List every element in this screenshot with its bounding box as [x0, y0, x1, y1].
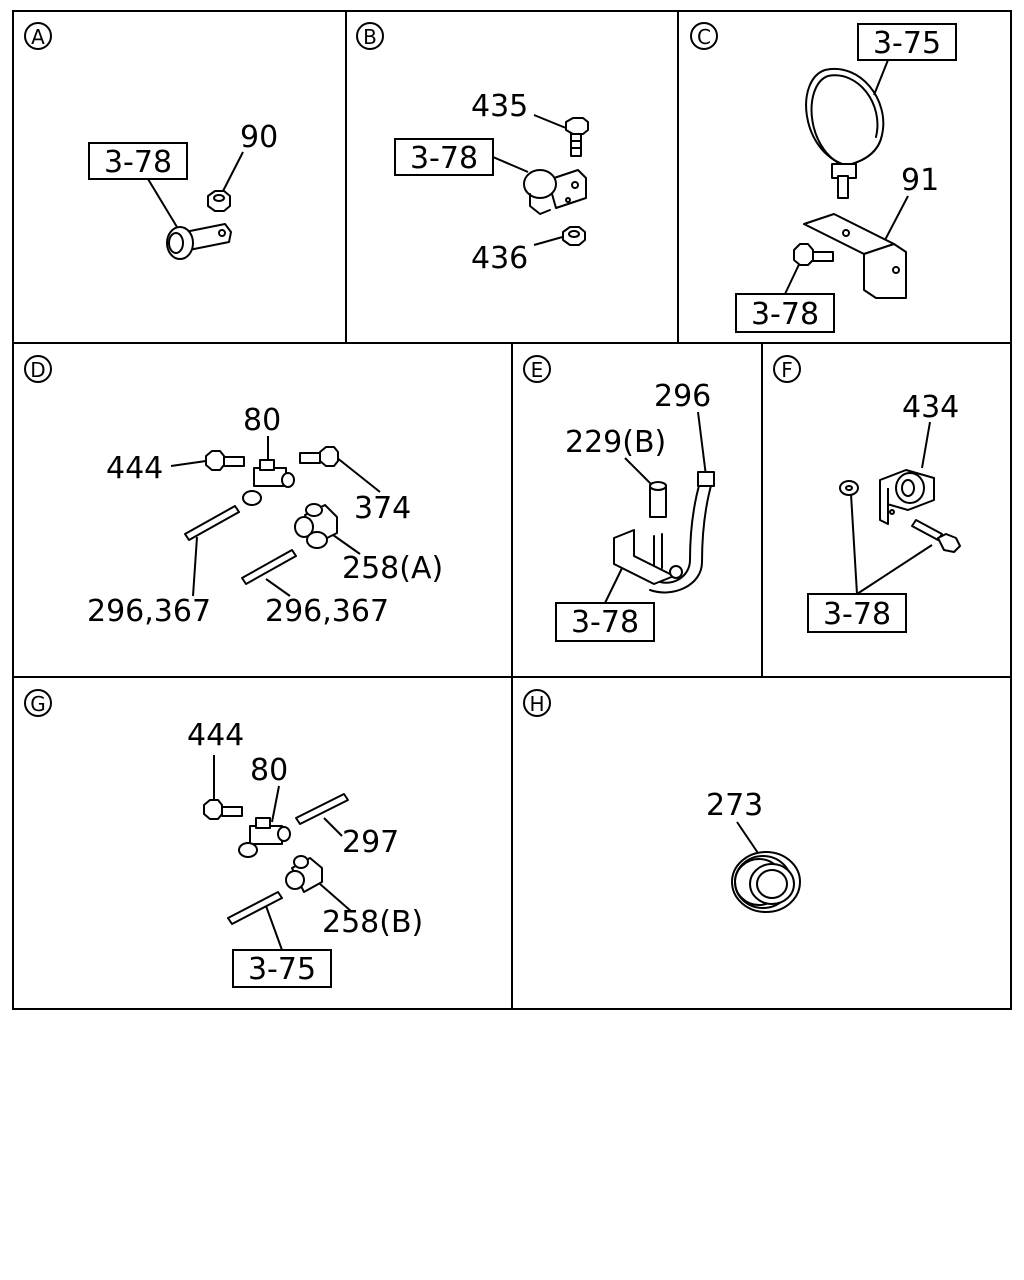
svg-text:A: A	[31, 25, 45, 49]
panel-letter-c: C	[690, 22, 718, 50]
svg-text:3-78: 3-78	[823, 597, 891, 632]
ref-box-3-78: 3-78	[807, 593, 907, 633]
part-label-229b: 229(B)	[565, 425, 666, 460]
part-label-444: 444	[187, 718, 244, 753]
clip-bracket-icon	[523, 169, 587, 215]
part-label-436: 436	[471, 241, 528, 276]
clip-bracket-icon	[613, 529, 683, 585]
nut-icon	[562, 226, 586, 246]
nut-icon	[207, 190, 231, 212]
bolt-icon	[793, 243, 834, 266]
panel-letter-h: H	[523, 689, 551, 717]
svg-text:3-75: 3-75	[248, 952, 316, 987]
panel-letter-b: B	[356, 22, 384, 50]
part-label-296: 296	[654, 379, 711, 414]
pipe-icon	[295, 793, 349, 825]
svg-text:B: B	[363, 25, 377, 49]
bolt-icon	[203, 799, 243, 820]
part-label-374: 374	[354, 491, 411, 526]
svg-text:D: D	[30, 358, 45, 382]
panel-letter-e: E	[523, 355, 551, 383]
hose-icon	[649, 471, 715, 594]
stay-bracket-icon	[803, 213, 907, 299]
panel-grid	[12, 10, 1012, 1010]
part-label-435: 435	[471, 89, 528, 124]
part-label-80: 80	[243, 403, 281, 438]
part-label-296-367: 296,367	[265, 594, 389, 629]
ref-box-3-75: 3-75	[857, 23, 957, 61]
svg-text:E: E	[531, 358, 544, 382]
bolt-icon	[205, 450, 245, 471]
ref-box-3-78: 3-78	[735, 293, 835, 333]
clip-bracket-icon	[879, 469, 935, 525]
svg-text:C: C	[697, 25, 711, 49]
grommet-icon	[731, 851, 801, 913]
part-label-444: 444	[106, 451, 163, 486]
panel-e: E 296 229(B) 3-78	[523, 355, 715, 642]
part-label-258b: 258(B)	[322, 905, 423, 940]
panel-h: H 273	[523, 689, 801, 913]
part-label-297: 297	[342, 825, 399, 860]
svg-text:3-78: 3-78	[751, 297, 819, 332]
tee-joint-icon	[242, 459, 295, 506]
svg-text:3-78: 3-78	[571, 605, 639, 640]
svg-text:3-78: 3-78	[104, 145, 172, 180]
part-label-434: 434	[902, 390, 959, 425]
ref-box-3-78: 3-78	[88, 142, 188, 180]
svg-text:H: H	[529, 692, 544, 716]
washer-icon	[839, 480, 859, 496]
panel-letter-g: G	[24, 689, 52, 717]
panel-a: A 3-78 90	[24, 22, 278, 260]
part-label-258a: 258(A)	[342, 551, 443, 586]
panel-b: B 435 3-78 436	[356, 22, 589, 276]
bolt-icon	[299, 446, 339, 467]
spacer-collar-icon	[649, 481, 667, 518]
clip-clamp-icon	[166, 223, 232, 260]
tee-joint-icon	[238, 817, 291, 858]
svg-text:G: G	[30, 692, 46, 716]
panel-letter-a: A	[24, 22, 52, 50]
band-clamp-icon	[805, 67, 885, 199]
panel-letter-f: F	[773, 355, 801, 383]
elbow-joint-icon	[285, 855, 323, 893]
pipe-icon	[227, 891, 283, 925]
ref-box-3-75: 3-75	[232, 949, 332, 988]
panel-c: C 3-75 91 3-78	[690, 22, 957, 333]
panel-g: G 444 80 297 258(B) 3-75	[24, 689, 423, 988]
pipe-icon	[241, 549, 297, 585]
part-label-80: 80	[250, 753, 288, 788]
part-label-273: 273	[706, 788, 763, 823]
panel-f: F 434 3-78	[773, 355, 961, 633]
elbow-joint-icon	[294, 503, 338, 549]
svg-text:F: F	[781, 358, 793, 382]
svg-text:3-75: 3-75	[873, 26, 941, 61]
ref-box-3-78: 3-78	[394, 138, 494, 176]
ref-box-3-78: 3-78	[555, 602, 655, 642]
pipe-icon	[184, 505, 240, 541]
bolt-icon	[565, 117, 589, 157]
part-label-296-367: 296,367	[87, 594, 211, 629]
bolt-icon	[911, 519, 961, 553]
panel-letter-d: D	[24, 355, 52, 383]
svg-text:3-78: 3-78	[410, 141, 478, 176]
part-label-91: 91	[901, 163, 939, 198]
part-label-90: 90	[240, 120, 278, 155]
panel-d: D 80 444 374 258(A) 296,367 296,367	[24, 355, 443, 629]
